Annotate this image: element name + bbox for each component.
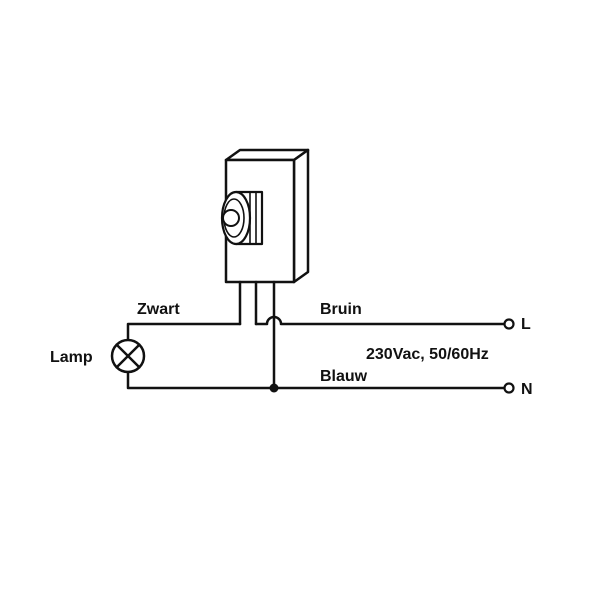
- supply-voltage-label: 230Vac, 50/60Hz: [366, 346, 489, 363]
- blue-wire-label: Blauw: [320, 368, 368, 385]
- housing-side-face: [292, 148, 310, 284]
- line-terminal-label: L: [521, 316, 531, 333]
- brown-wire-label: Bruin: [320, 301, 362, 318]
- black-wire-label: Zwart: [137, 301, 180, 318]
- neutral-terminal: [503, 382, 515, 394]
- lamp-symbol: [110, 338, 146, 374]
- neutral-wire: [126, 370, 506, 390]
- photocell-lens: [222, 209, 240, 227]
- terminal-pins: [238, 280, 276, 390]
- brown-wire: [254, 315, 506, 326]
- lamp-cross-b: [115, 343, 141, 369]
- neutral-terminal-label: N: [521, 381, 533, 398]
- black-wire: [126, 322, 242, 342]
- junction-dot: [269, 383, 279, 393]
- lamp-label: Lamp: [50, 349, 93, 366]
- line-terminal: [503, 318, 515, 330]
- sensor-knob: [220, 190, 264, 246]
